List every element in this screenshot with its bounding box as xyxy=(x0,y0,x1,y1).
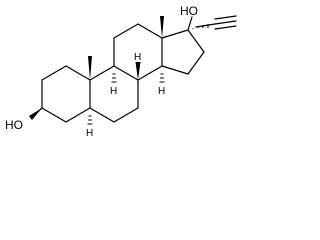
hash-bond-h14 xyxy=(159,73,165,83)
wedge-bond-h8 xyxy=(135,62,141,80)
hash-bond-h9 xyxy=(111,73,117,83)
bond-d1 xyxy=(161,29,189,39)
bond-b4 xyxy=(113,107,139,123)
bond-d3 xyxy=(187,51,205,75)
bond-d4 xyxy=(161,65,189,75)
bond-a1 xyxy=(41,65,67,81)
bond-a5 xyxy=(41,107,67,123)
bond-c2 xyxy=(113,23,139,39)
hydroxyl-label-3: HO xyxy=(5,118,23,132)
bond-d2 xyxy=(187,29,205,53)
methyl-wedge-c10 xyxy=(88,56,92,80)
hash-bond-c17-ethynyl xyxy=(192,24,209,29)
bond-c3 xyxy=(137,23,163,39)
bond-b5 xyxy=(89,107,115,123)
bond-a4 xyxy=(65,107,91,123)
bond-b2 xyxy=(113,65,139,81)
hydrogen-label-5: H xyxy=(86,128,93,139)
bond-ethynyl-4 xyxy=(214,25,237,30)
bond-c5 xyxy=(137,65,163,81)
bond-ethynyl-1 xyxy=(195,23,216,28)
hydrogen-label-14: H xyxy=(158,86,165,97)
hydrogen-label-8: H xyxy=(134,52,141,63)
methyl-wedge-c13 xyxy=(160,16,164,38)
structure-diagram: HO HO H H H H xyxy=(5,4,237,139)
bond-ethynyl-3 xyxy=(214,20,237,25)
molecule-figure: HO HO H H H H xyxy=(5,4,237,139)
wedge-bond-c3-o xyxy=(29,108,42,120)
hydrogen-label-9: H xyxy=(110,86,117,97)
bond-ethynyl-2 xyxy=(214,15,237,20)
hydroxyl-label-17: HO xyxy=(180,4,198,18)
bond-a2 xyxy=(65,65,91,81)
bond-b1 xyxy=(89,65,115,81)
bond-c17-oh xyxy=(187,16,193,31)
hash-bond-h5 xyxy=(87,115,93,125)
